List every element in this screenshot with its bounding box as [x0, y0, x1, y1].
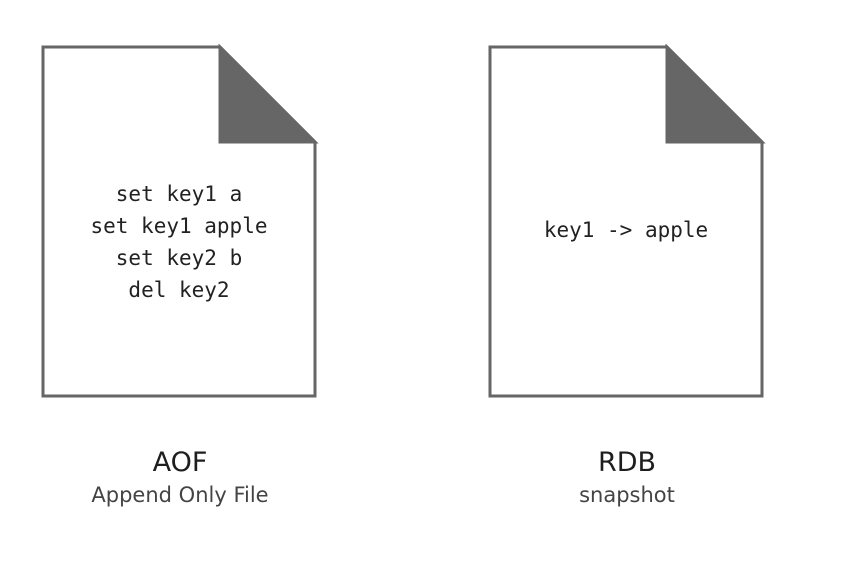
rdb-contents: key1 -> apple — [487, 214, 765, 246]
rdb-document: key1 -> apple — [487, 44, 767, 400]
rdb-subtitle: snapshot — [579, 483, 675, 507]
file-icon — [41, 44, 319, 398]
aof-command-line: set key1 apple — [90, 214, 268, 238]
aof-command-line: del key2 — [128, 278, 230, 302]
rdb-caption: RDB snapshot — [487, 446, 767, 510]
rdb-entry-line: key1 -> apple — [543, 218, 709, 242]
aof-title: AOF — [152, 447, 208, 478]
aof-commands: set key1 a set key1 apple set key2 b del… — [40, 178, 318, 306]
rdb-title: RDB — [597, 447, 657, 478]
file-icon — [488, 44, 766, 398]
aof-command-line: set key2 b — [115, 246, 243, 270]
aof-command-line: set key1 a — [115, 182, 243, 206]
aof-subtitle: Append Only File — [91, 483, 269, 507]
aof-caption: AOF Append Only File — [40, 446, 320, 510]
aof-document: set key1 a set key1 apple set key2 b del… — [40, 44, 320, 400]
